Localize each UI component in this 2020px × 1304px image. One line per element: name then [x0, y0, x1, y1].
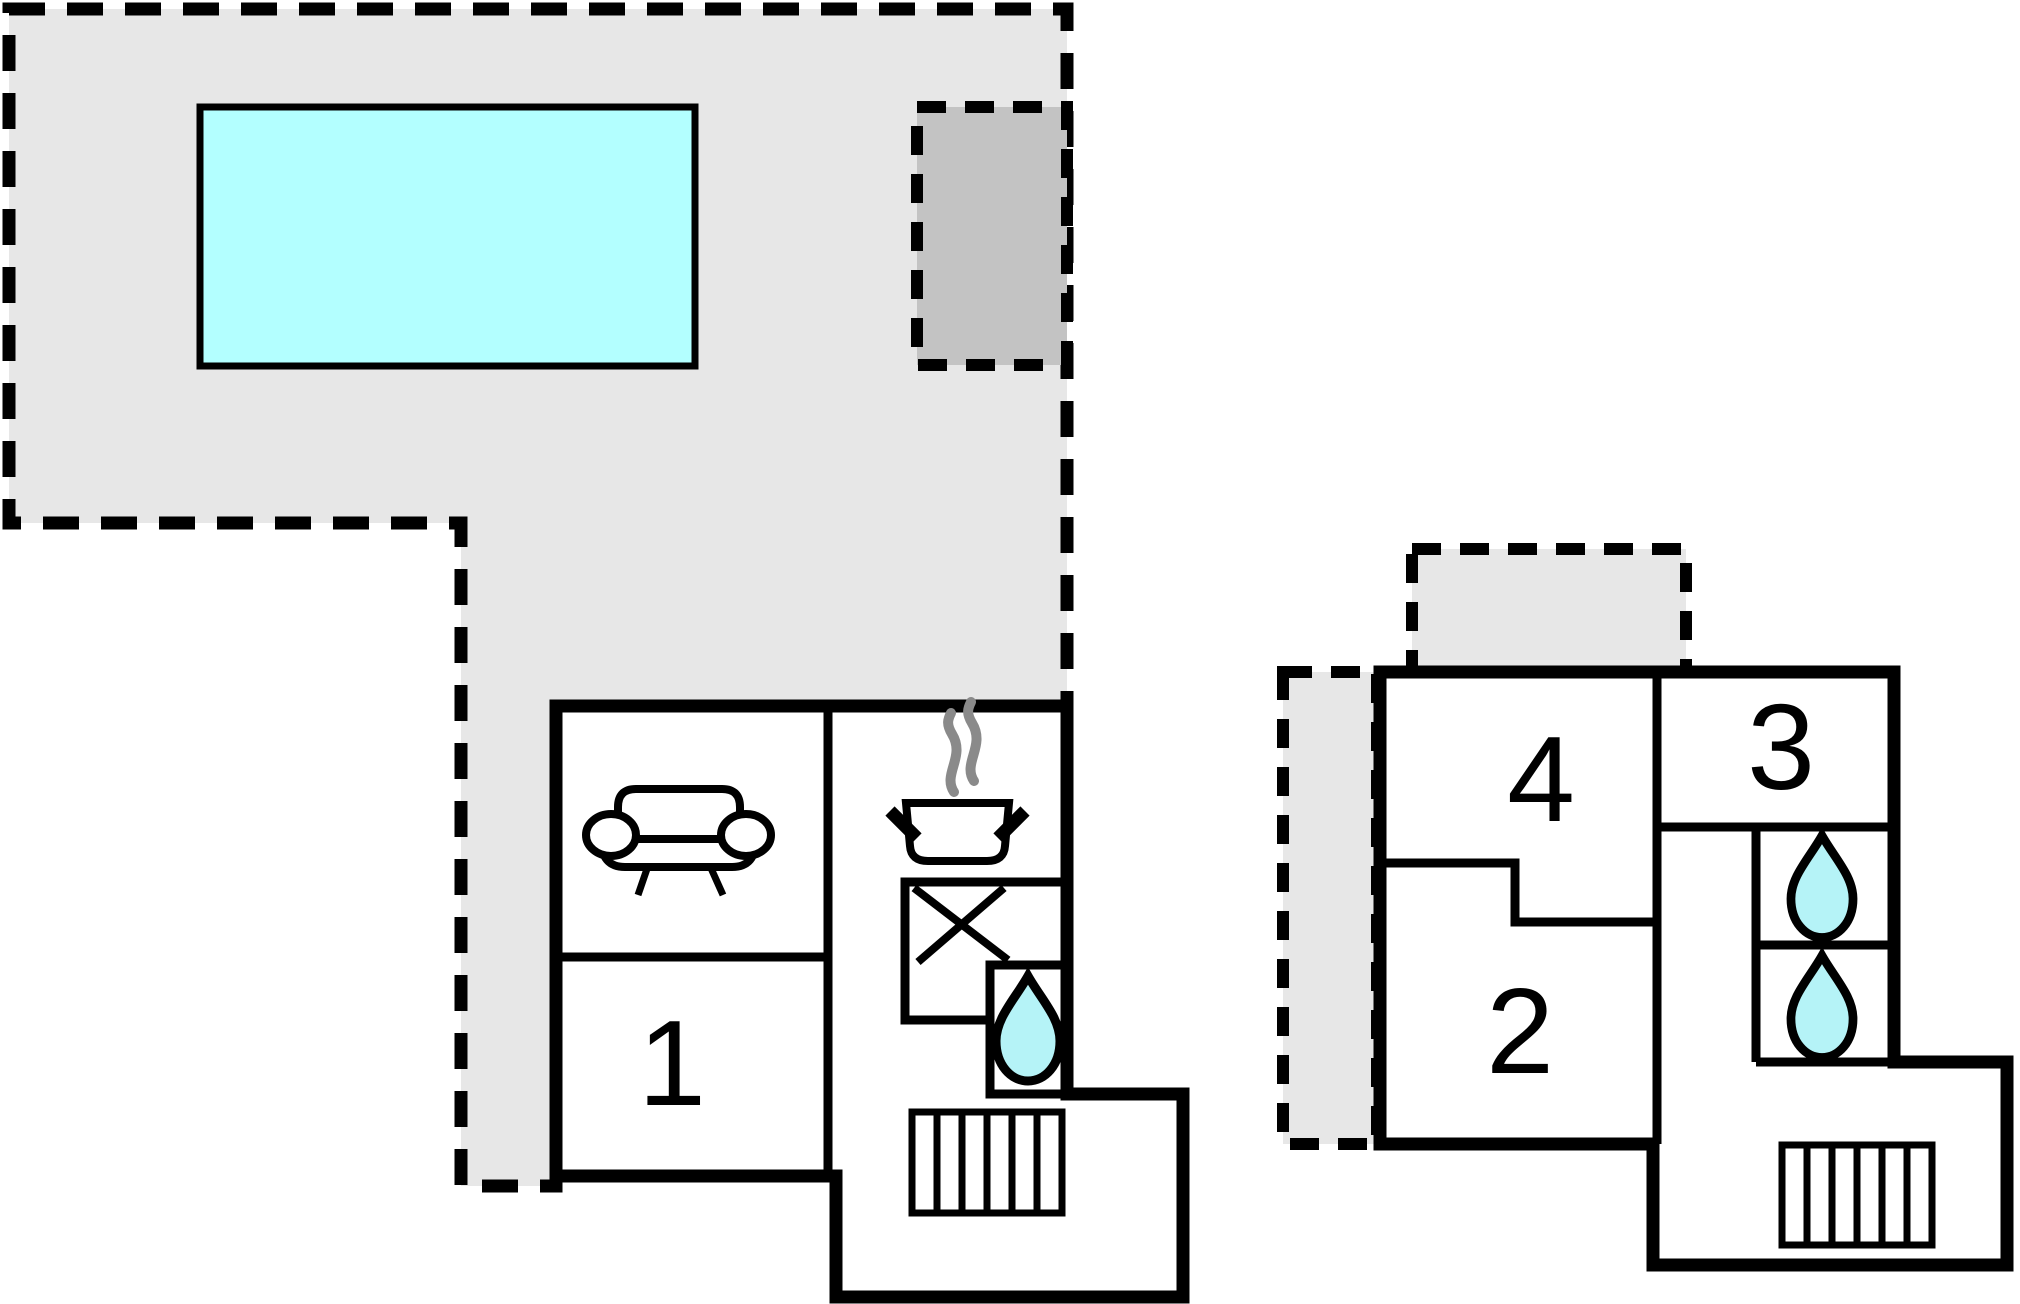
sink-cross-icon — [911, 884, 1011, 966]
room-label-1: 1 — [638, 995, 706, 1131]
shower-cell-wall — [985, 960, 1067, 1099]
sofa-icon — [582, 785, 775, 897]
pot-handle-right — [993, 806, 1030, 843]
sofa-armrest-left — [582, 810, 640, 860]
side-terrace-area — [1277, 666, 1383, 1150]
pot-body — [901, 799, 1014, 865]
building-2: 4 3 2 — [1373, 665, 2014, 1272]
bathroom-column-wall — [1751, 827, 1894, 1067]
room-4-step-wall — [1380, 858, 1657, 927]
steam-icon — [943, 697, 982, 797]
building-2-outer-wall — [1373, 665, 2014, 1272]
balcony-top-area — [1406, 543, 1692, 682]
pool — [196, 103, 699, 370]
carport-area — [911, 101, 1073, 371]
cooking-pot-icon — [885, 697, 1030, 865]
sofa-armrest-right — [717, 810, 775, 860]
sofa-backrest — [614, 785, 744, 843]
water-drop-icon — [1786, 946, 1858, 1062]
pot-handle-left — [885, 806, 922, 843]
stairs-icon — [908, 1108, 1066, 1217]
sink-unit-wall — [900, 877, 1067, 1025]
stairs-icon — [1778, 1141, 1936, 1249]
water-drop-icon — [991, 966, 1065, 1086]
room-label-3: 3 — [1747, 679, 1815, 815]
room-label-4: 4 — [1507, 711, 1575, 847]
building-1: 1 — [549, 697, 1190, 1304]
water-drop-icon — [1786, 826, 1858, 942]
room-label-2: 2 — [1486, 963, 1554, 1099]
